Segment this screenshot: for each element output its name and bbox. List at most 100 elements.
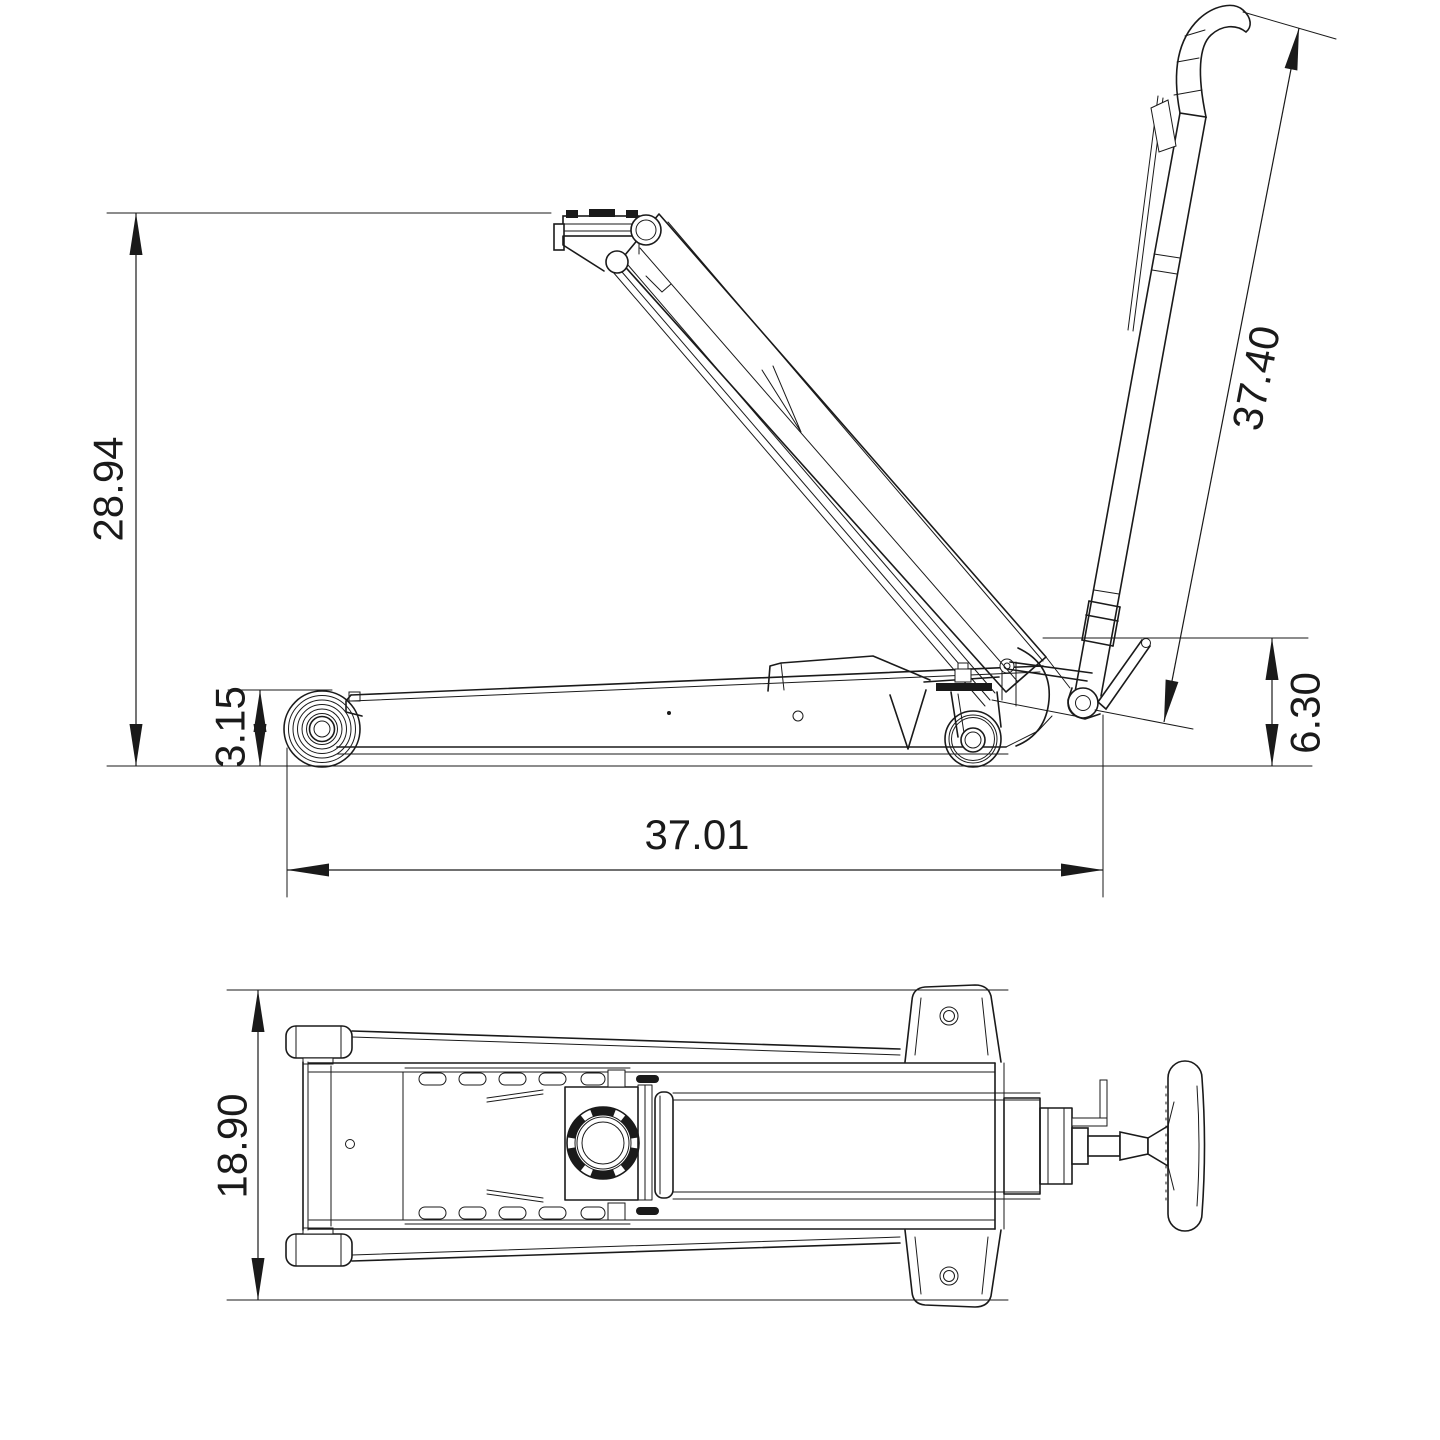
stop-capsule [636, 1075, 659, 1083]
saddle-pad-segment [589, 209, 615, 217]
pump-housing-arc [1015, 647, 1051, 747]
shaft-taper [1119, 1131, 1149, 1161]
grip-bar [1167, 1060, 1206, 1232]
ferrule-edge [1081, 600, 1121, 647]
release-rod-bracket [1150, 99, 1177, 153]
slot [418, 1206, 447, 1220]
guide-block [607, 1202, 626, 1221]
saddle-ring-wedge [590, 1107, 616, 1117]
plate-hatch [486, 1089, 544, 1103]
front-wheel-bottom [285, 1227, 353, 1267]
rear-caster [936, 662, 1002, 768]
chassis-hole [792, 710, 804, 722]
roller-bar [654, 1091, 674, 1199]
release-lever-knob [1141, 638, 1151, 648]
grip-bar-inner-line [1196, 1085, 1200, 1207]
rear-underside [1005, 715, 1053, 748]
saddle-cup-inner [581, 1121, 625, 1165]
handle-tube-edge [1100, 116, 1207, 697]
dimension-label-rear-height: 6.30 [1282, 672, 1329, 754]
slot [458, 1206, 487, 1220]
rear-gusset [889, 689, 927, 750]
saddle-ring-wedge [567, 1147, 586, 1171]
handle-grip [1175, 4, 1251, 118]
shaft-collar [1071, 1127, 1089, 1165]
slot [538, 1072, 567, 1086]
release-lever-arm [1071, 1117, 1108, 1127]
caster-mount-bottom [904, 1229, 1002, 1308]
caster-bolt-tip [957, 662, 969, 670]
link-bar-line [627, 264, 996, 694]
caster-fork-line [950, 691, 959, 738]
caster-mount-top [904, 984, 1002, 1063]
top-rail-outer [350, 665, 1044, 696]
saddle-plate [562, 215, 640, 237]
link-bar-line [612, 271, 986, 707]
dimension-overall-length: 37.01 [286, 714, 1104, 898]
handle-tube-edge [1074, 112, 1181, 693]
front-edge [345, 694, 363, 717]
dimension-line [1163, 27, 1300, 723]
pump-bolt-center [1003, 662, 1011, 670]
wheel-rim-circle [301, 708, 343, 750]
axle-bracket [302, 1057, 334, 1065]
saddle [553, 209, 662, 274]
saddle-pad-segment [626, 210, 638, 218]
handle-pivot-pin [1075, 695, 1091, 711]
saddle-roller [605, 250, 629, 274]
handle-shaft [1087, 1135, 1121, 1157]
mount-outline [904, 984, 1002, 1063]
mount-hole-inner [943, 1010, 955, 1022]
tube-collar-line [1151, 253, 1181, 275]
saddle-ring-wedge [620, 1147, 639, 1171]
dimension-label-overall-width: 18.90 [209, 1093, 256, 1198]
slot [580, 1206, 606, 1220]
plate-hatch [486, 1189, 544, 1203]
link-notch [645, 275, 672, 293]
slotted-plate [404, 1067, 631, 1225]
chassis-rivet [667, 711, 671, 715]
handle-socket [1039, 1107, 1073, 1185]
caster-mount-plate [936, 683, 992, 691]
grip-hub [1147, 1124, 1169, 1168]
arm-crease [761, 365, 802, 433]
caster-wheel-rim [944, 710, 1002, 768]
side-taper [351, 1242, 901, 1262]
arm-beam [619, 213, 1047, 693]
front-wheel [283, 690, 361, 768]
frame-plan [302, 1030, 1041, 1262]
wheel-axle [313, 720, 331, 738]
dimension-label-min-height: 3.15 [207, 686, 254, 768]
mount-edge [914, 997, 989, 1056]
saddle-body-edge [562, 235, 605, 272]
front-wheel-top [285, 1025, 353, 1065]
mount-hole-inner [943, 1270, 955, 1282]
caster-wheel-rim [948, 714, 998, 764]
wheel-rim-circle [292, 699, 352, 759]
slot [418, 1072, 447, 1086]
slot [498, 1206, 527, 1220]
ferrule-band [1081, 600, 1121, 647]
wheel-rim-circle [306, 713, 338, 745]
arm-tip-to-pivot [1045, 656, 1071, 689]
release-lever-rod [1099, 1079, 1108, 1123]
mount-edge [914, 1236, 989, 1295]
side-view: 28.94 3.15 6.30 37.01 37.40 [85, 4, 1337, 898]
caster-wheel-rim [951, 717, 995, 761]
dimension-overall-width: 18.90 [209, 989, 1009, 1301]
caster-bolt [954, 668, 972, 683]
saddle-ring-wedge [620, 1115, 639, 1139]
axle-bracket [302, 1227, 334, 1235]
link-bar-line [621, 271, 991, 701]
arm-edge-line [667, 221, 1044, 662]
extension-line [1094, 709, 1194, 730]
dimension-min-height: 3.15 [207, 686, 333, 768]
saddle-pad-segment [566, 210, 578, 218]
wheel-rim-circle [283, 690, 361, 768]
arm-edge-line [639, 247, 1019, 683]
top-rail-inner [350, 671, 1041, 702]
tube-joint-line [1093, 589, 1120, 595]
side-taper [351, 1236, 901, 1256]
